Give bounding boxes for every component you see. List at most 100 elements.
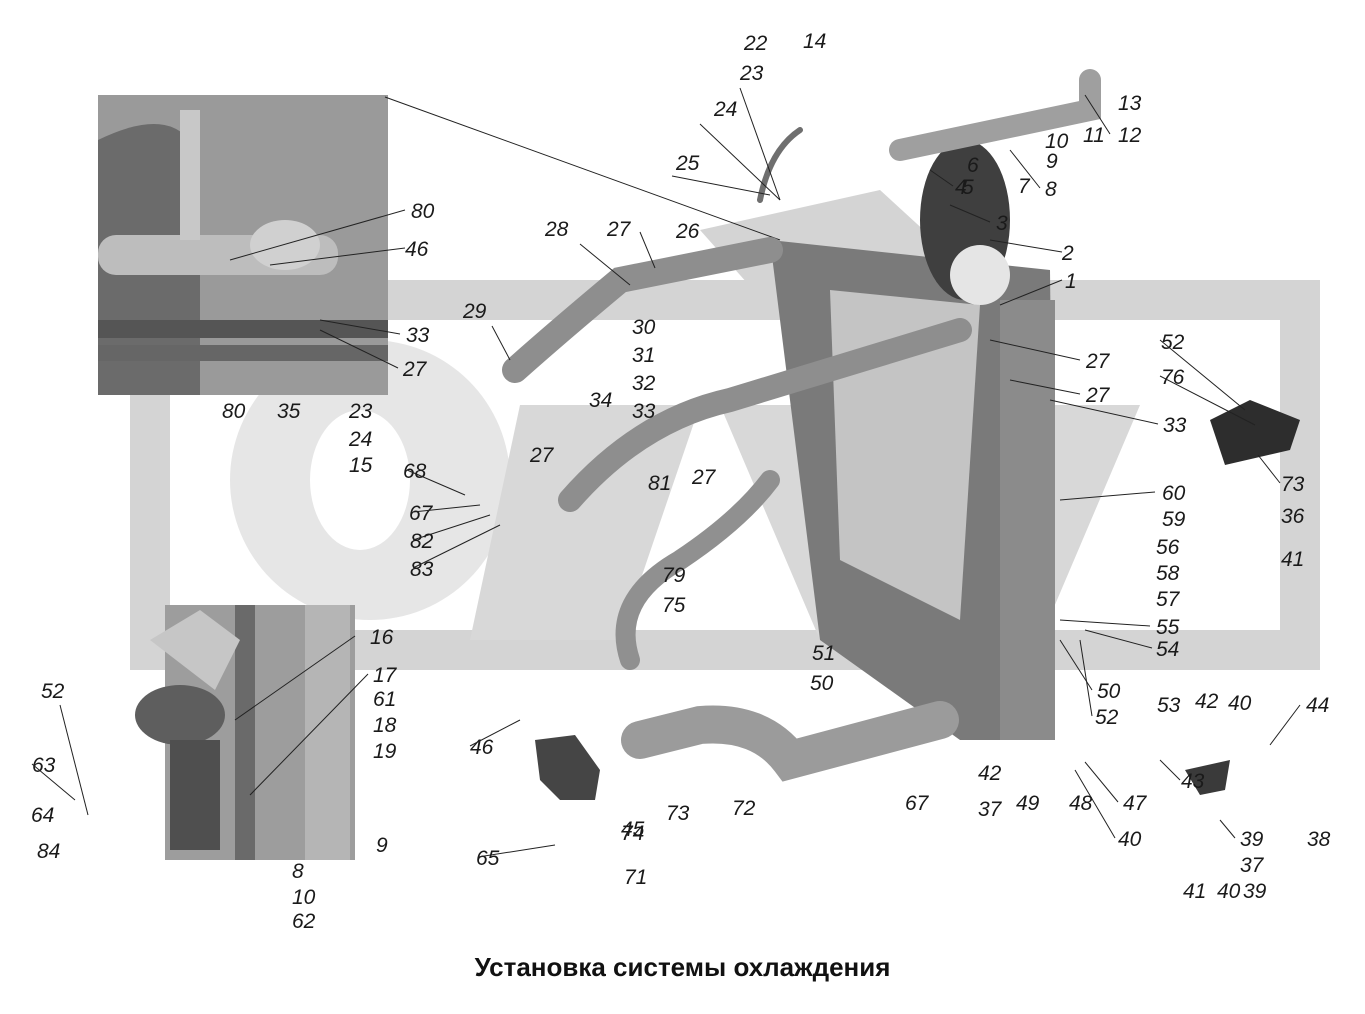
- leader-line: [929, 169, 954, 187]
- callout-75: 75: [662, 594, 686, 617]
- callout-17: 17: [373, 664, 398, 687]
- callout-28: 28: [544, 218, 569, 241]
- callout-62: 62: [292, 910, 316, 933]
- callout-29: 29: [462, 300, 487, 323]
- callout-64: 64: [31, 804, 54, 827]
- callout-39: 39: [1243, 880, 1267, 903]
- leader-line: [31, 763, 76, 801]
- leader-line: [1084, 761, 1119, 803]
- leader-line: [999, 279, 1063, 306]
- callout-50: 50: [1097, 680, 1121, 703]
- inset-upper-left: [98, 95, 388, 395]
- callout-31: 31: [632, 344, 655, 367]
- callout-34: 34: [589, 389, 612, 412]
- callout-40: 40: [1228, 692, 1252, 715]
- inset-lower-left: [135, 605, 355, 860]
- callout-80: 80: [411, 200, 435, 223]
- leader-line: [1084, 629, 1153, 649]
- callout-44: 44: [1306, 694, 1329, 717]
- callout-22: 22: [743, 32, 768, 55]
- callout-12: 12: [1118, 124, 1142, 147]
- leader-line: [699, 123, 781, 201]
- leader-line: [319, 319, 401, 335]
- callout-55: 55: [1156, 616, 1180, 639]
- callout-40: 40: [1118, 828, 1142, 851]
- callout-41: 41: [1281, 548, 1304, 571]
- callout-60: 60: [1162, 482, 1186, 505]
- leader-line: [739, 87, 781, 201]
- callout-57: 57: [1156, 588, 1181, 611]
- callout-30: 30: [632, 316, 656, 339]
- leader-line: [1159, 375, 1256, 426]
- callout-49: 49: [1016, 792, 1040, 815]
- callout-81: 81: [648, 472, 671, 495]
- leader-line: [319, 329, 399, 369]
- leader-line: [229, 209, 406, 261]
- callout-84: 84: [37, 840, 60, 863]
- callout-39: 39: [1240, 828, 1264, 851]
- callout-2: 2: [1061, 242, 1074, 265]
- callout-42: 42: [978, 762, 1002, 785]
- callout-10: 10: [292, 886, 316, 909]
- leader-line: [234, 635, 356, 721]
- leader-line: [406, 469, 466, 496]
- leader-line: [1159, 759, 1181, 781]
- callout-53: 53: [1157, 694, 1181, 717]
- diagram-caption: Установка системы охлаждения: [474, 952, 891, 982]
- leader-line: [1059, 619, 1151, 627]
- callout-35: 35: [277, 400, 301, 423]
- callout-52: 52: [1095, 706, 1119, 729]
- bracket-right: [1185, 400, 1300, 795]
- callout-5: 5: [962, 176, 974, 199]
- callout-26: 26: [675, 220, 700, 243]
- callout-46: 46: [470, 736, 494, 759]
- callout-27: 27: [691, 466, 717, 489]
- callout-50: 50: [810, 672, 834, 695]
- leader-line: [249, 673, 369, 796]
- callout-67: 67: [409, 502, 434, 525]
- leader-line: [671, 175, 771, 196]
- callout-14: 14: [803, 30, 826, 53]
- leader-line: [1257, 454, 1281, 484]
- callout-19: 19: [373, 740, 397, 763]
- callout-33: 33: [406, 324, 430, 347]
- callout-63: 63: [32, 754, 56, 777]
- leader-line: [1009, 379, 1081, 395]
- callout-51: 51: [812, 642, 835, 665]
- leader-line: [1219, 819, 1236, 839]
- callout-13: 13: [1118, 92, 1142, 115]
- callout-56: 56: [1156, 536, 1180, 559]
- leader-line: [1074, 769, 1116, 839]
- callout-37: 37: [1240, 854, 1265, 877]
- callout-72: 72: [732, 797, 756, 820]
- callout-52: 52: [41, 680, 65, 703]
- callout-3: 3: [996, 212, 1008, 235]
- leader-line: [1049, 399, 1159, 425]
- callout-37: 37: [978, 798, 1003, 821]
- callout-18: 18: [373, 714, 397, 737]
- leader-line: [1079, 639, 1093, 717]
- leader-line: [1159, 339, 1246, 411]
- leader-line: [1084, 94, 1111, 135]
- callout-23: 23: [739, 62, 764, 85]
- callout-32: 32: [632, 372, 656, 395]
- callout-58: 58: [1156, 562, 1180, 585]
- leader-line: [1009, 149, 1041, 189]
- callout-33: 33: [1163, 414, 1187, 437]
- leader-line: [949, 204, 991, 223]
- callout-8: 8: [292, 860, 304, 883]
- callout-15: 15: [349, 454, 373, 477]
- callout-27: 27: [529, 444, 555, 467]
- leader-line: [491, 325, 511, 361]
- leader-line: [579, 243, 631, 286]
- leader-line: [639, 231, 656, 269]
- callout-36: 36: [1281, 505, 1305, 528]
- callout-74: 74: [621, 822, 644, 845]
- callout-71: 71: [624, 866, 647, 889]
- callout-27: 27: [1085, 384, 1111, 407]
- leader-lines: [31, 87, 1301, 858]
- callout-47: 47: [1123, 792, 1148, 815]
- callout-38: 38: [1307, 828, 1331, 851]
